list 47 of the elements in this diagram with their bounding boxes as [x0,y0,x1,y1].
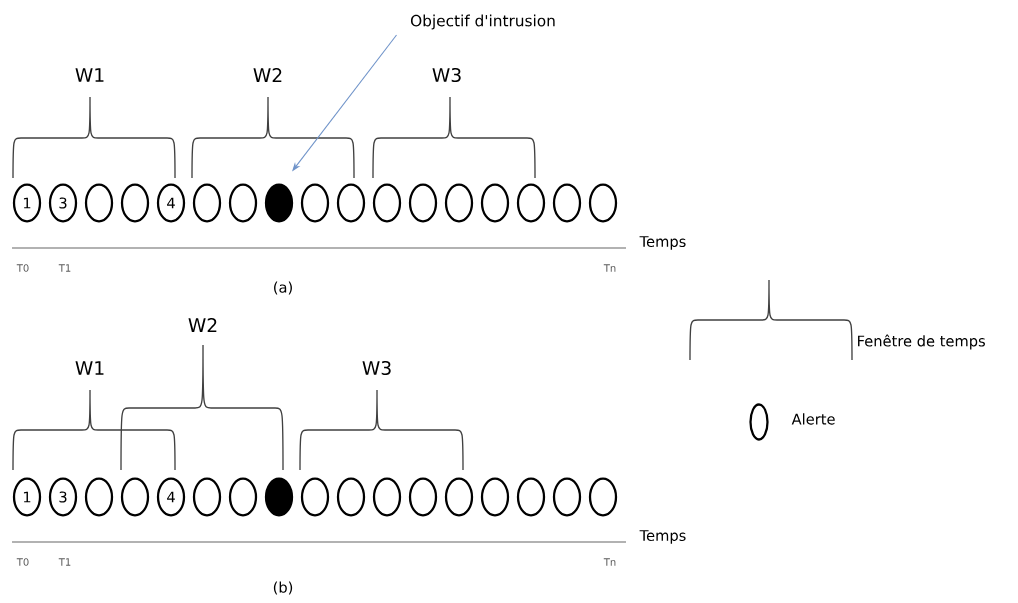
window-label: W2 [253,68,282,82]
legend-label: Fenêtre de temps [858,334,985,350]
alert-ellipse [84,477,114,517]
alert-ellipse [480,477,510,517]
alert-ellipse [84,183,114,223]
time-label: T1 [58,264,71,272]
window-label: W3 [362,360,391,376]
axis-label: Temps [639,236,686,250]
alert-ellipse [372,183,402,223]
alert-ellipse [300,477,330,517]
alert-ellipse [588,477,618,517]
alert-ellipse [264,183,294,223]
alert-ellipse [228,183,258,223]
axis-label: Temps [639,530,686,544]
alert-ellipse [192,477,222,517]
alert-ellipse [444,477,474,517]
alert-ellipse [516,183,546,223]
alert-ellipse [552,477,582,517]
panel-label: (b) [273,581,293,595]
alert-ellipse [120,477,150,517]
callout-text: Objectif d'intrusion [410,14,555,30]
alert-ellipse [120,183,150,223]
alert-ellipse [372,477,402,517]
alert-ellipse [192,183,222,223]
window-label: W1 [75,361,104,375]
alert-ellipse [552,183,582,223]
alert-ellipse [588,183,618,223]
alert-ellipse [480,183,510,223]
alert-ellipse [408,477,438,517]
panel-label: (a) [274,281,292,295]
time-label: Tn [603,558,616,566]
alert-ellipse [300,183,330,223]
time-label: Tn [603,264,616,272]
alert-ellipse [516,477,546,517]
time-label: T1 [58,558,71,566]
alert-ellipse [444,183,474,223]
time-label: T0 [16,264,29,272]
alert-ellipse [336,183,366,223]
window-label: W3 [432,67,461,83]
alert-ellipse [408,183,438,223]
alert-ellipse [228,477,258,517]
alert-ellipse [264,477,294,517]
window-label: W2 [188,318,217,332]
time-label: T0 [16,558,29,566]
alert-ellipse [336,477,366,517]
window-label: W1 [75,68,104,82]
legend-label: Alerte [791,413,835,425]
